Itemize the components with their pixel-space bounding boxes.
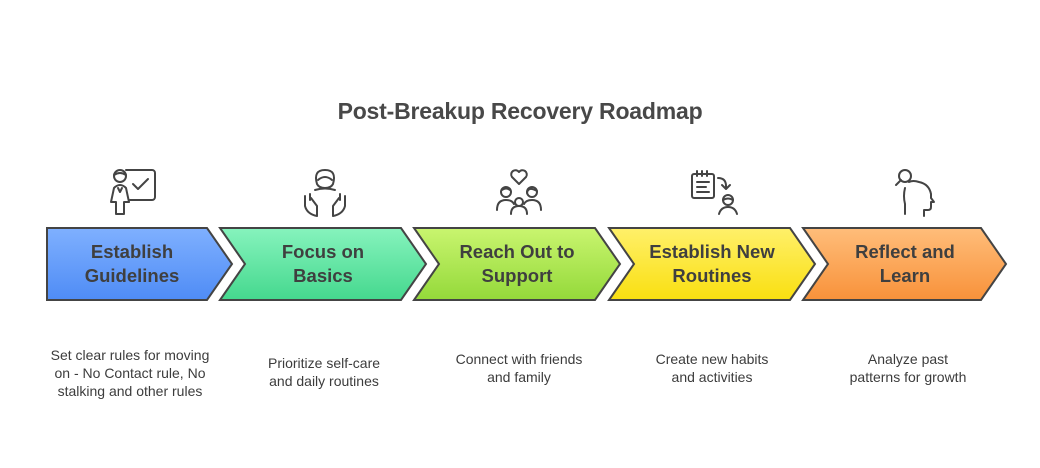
- step-description: Analyze past patterns for growth: [808, 350, 1008, 386]
- description-line: Set clear rules for moving: [50, 347, 210, 363]
- step-description: Prioritize self-care and daily routines: [224, 354, 424, 390]
- description-line: patterns for growth: [849, 369, 967, 385]
- diagram-title: Post-Breakup Recovery Roadmap: [337, 98, 703, 124]
- step-label-line2: Support: [482, 265, 553, 286]
- description-line: Analyze past: [867, 351, 949, 367]
- step-label-line1: Establish New: [649, 241, 775, 262]
- step-arrow-reflect-and-learn: Reflect and Learn: [801, 227, 1008, 301]
- people-heart-icon: [496, 169, 542, 215]
- step-description: Set clear rules for moving on - No Conta…: [30, 346, 230, 400]
- description-line: Connect with friends: [455, 351, 583, 367]
- step-description: Create new habits and activities: [612, 350, 812, 386]
- step-label-line2: Learn: [880, 265, 930, 286]
- step-label-line1: Establish: [91, 241, 173, 262]
- description-line: stalking and other rules: [57, 383, 203, 399]
- presenter-checkmark-icon: [110, 169, 156, 215]
- head-magnifier-icon: [895, 169, 935, 217]
- step-label-line1: Reach Out to: [459, 241, 574, 262]
- description-line: and daily routines: [269, 373, 379, 389]
- description-line: Create new habits: [655, 351, 769, 367]
- step-arrow-establish-guidelines: Establish Guidelines: [46, 227, 234, 301]
- step-description: Connect with friends and family: [419, 350, 619, 386]
- step-arrow-establish-new-routines: Establish New Routines: [607, 227, 817, 301]
- description-line: Prioritize self-care: [267, 355, 381, 371]
- description-line: on - No Contact rule, No: [54, 365, 206, 381]
- step-label-line2: Basics: [293, 265, 353, 286]
- checklist-person-icon: [691, 170, 738, 215]
- step-label-line1: Reflect and: [855, 241, 955, 262]
- step-label-line2: Routines: [672, 265, 751, 286]
- self-care-hands-icon: [304, 169, 346, 217]
- description-line: and family: [487, 369, 551, 385]
- step-label-line2: Guidelines: [85, 265, 180, 286]
- step-arrow-reach-out-to-support: Reach Out to Support: [412, 227, 622, 301]
- description-line: and activities: [671, 369, 753, 385]
- step-label-line1: Focus on: [282, 241, 364, 262]
- step-arrow-focus-on-basics: Focus on Basics: [218, 227, 428, 301]
